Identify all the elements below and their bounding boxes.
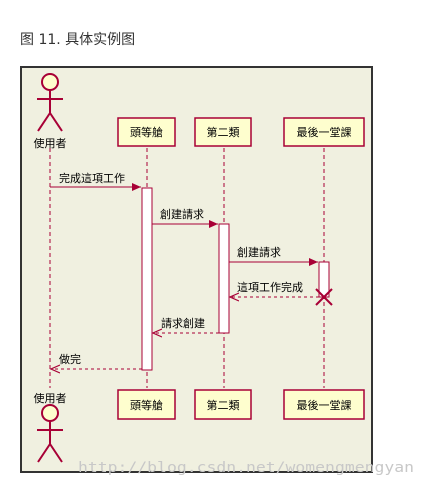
participant-second-class-top: 第二類 [194,117,252,147]
activation-first-class [141,187,153,371]
participant-user-label-bottom: 使用者 [34,392,67,405]
watermark-text: http://blog.csdn.net/womengmengyan [78,460,414,476]
activation-last-lesson [318,261,330,298]
message-1: 完成這項工作 [50,171,141,191]
activation-second-class [218,223,230,334]
participant-user-label-top: 使用者 [34,137,67,150]
participant-last-lesson-bottom: 最後一堂課 [283,389,365,420]
message-4-label: 這項工作完成 [237,280,303,294]
message-6: 做完 [51,352,142,369]
actor-icon-top [37,73,63,132]
message-5: 請求創建 [153,316,219,333]
participant-last-lesson-top: 最後一堂課 [283,117,365,147]
message-1-label: 完成這項工作 [59,171,125,185]
message-3: 創建請求 [229,245,318,266]
message-2-label: 創建請求 [160,207,204,221]
figure-caption: 图 11. 具体实例图 [20,32,136,48]
participant-second-class-label-bottom: 第二類 [207,398,240,412]
participant-second-class-label: 第二類 [207,125,240,139]
actor-icon-bottom [37,404,63,463]
participant-first-class-label-bottom: 頭等艙 [130,398,163,412]
message-4: 這項工作完成 [230,280,319,297]
message-5-label: 請求創建 [161,316,205,330]
participant-last-lesson-label-bottom: 最後一堂課 [297,398,352,412]
message-3-label: 創建請求 [237,245,281,259]
participant-first-class-top: 頭等艙 [117,117,176,147]
participant-second-class-bottom: 第二類 [194,389,252,420]
participant-first-class-label: 頭等艙 [130,125,163,139]
message-6-label: 做完 [59,352,81,366]
destroy-x-icon [315,288,333,306]
participant-last-lesson-label: 最後一堂課 [297,125,352,139]
message-2: 創建請求 [152,207,218,228]
participant-first-class-bottom: 頭等艙 [117,389,176,420]
